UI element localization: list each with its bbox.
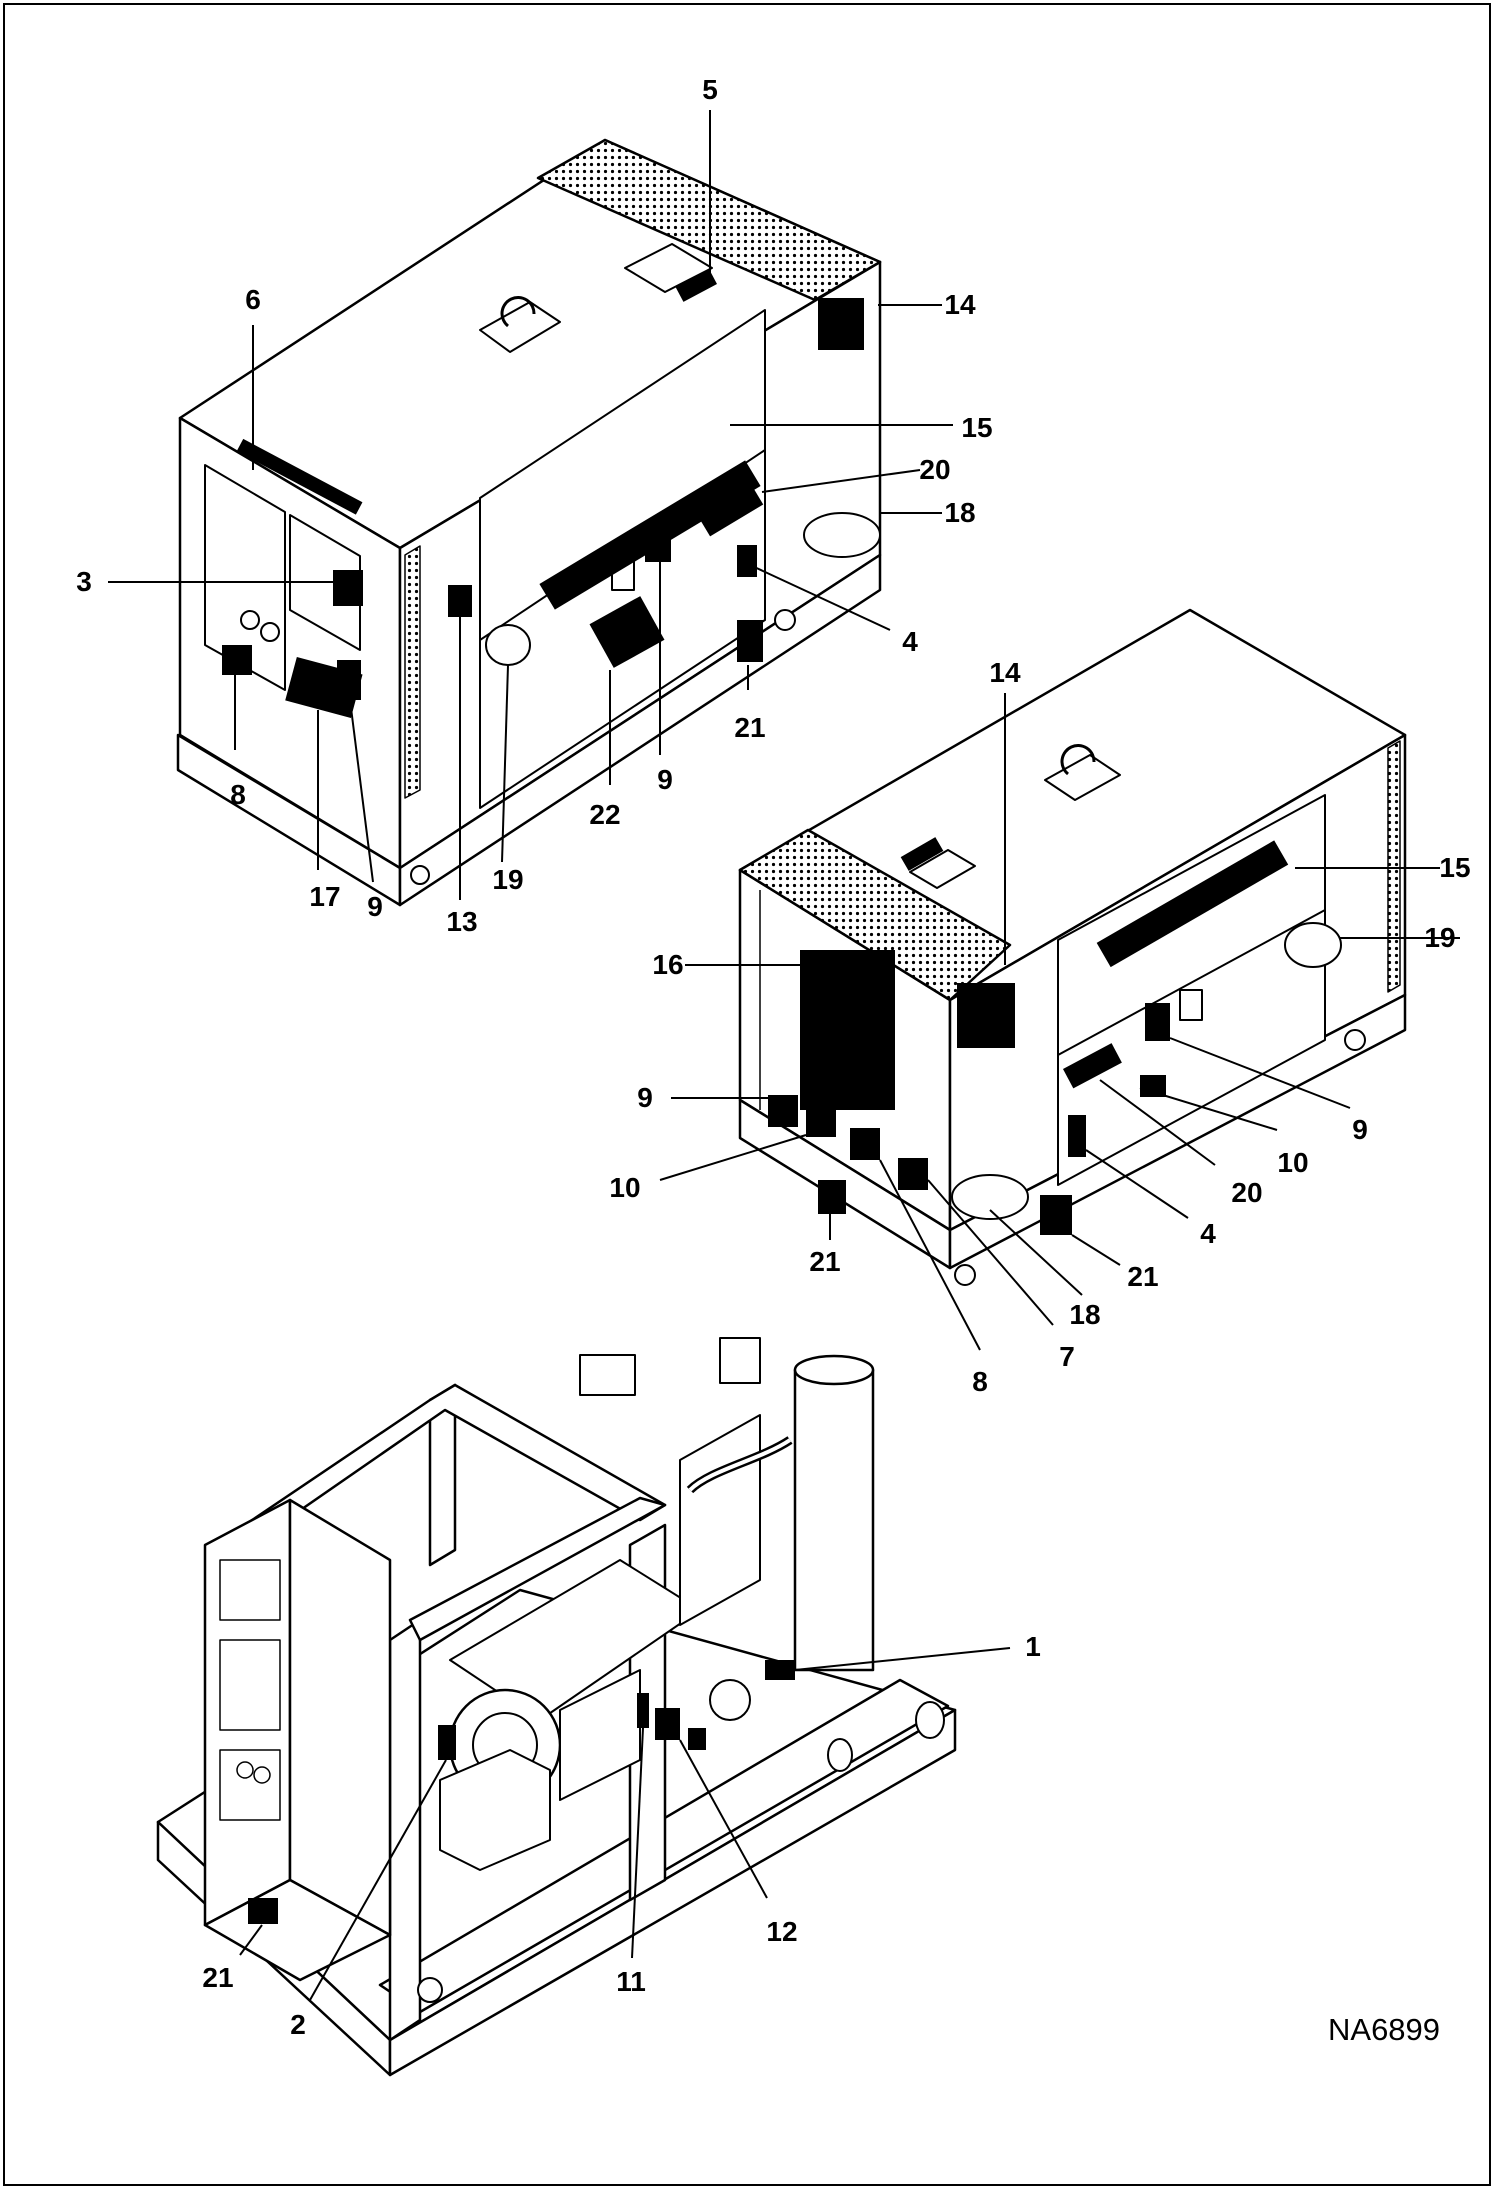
callout-8: 8 bbox=[230, 779, 246, 810]
callout-6: 6 bbox=[245, 284, 261, 315]
callout-21: 21 bbox=[809, 1246, 841, 1277]
callout-21: 21 bbox=[1127, 1261, 1159, 1292]
callout-22: 22 bbox=[589, 799, 621, 830]
callout-7: 7 bbox=[1059, 1341, 1075, 1372]
sheet-border bbox=[3, 3, 1491, 2186]
generator-enclosure-rear-view bbox=[176, 138, 882, 907]
callout-10: 10 bbox=[609, 1172, 641, 1203]
callout-21: 21 bbox=[734, 712, 766, 743]
generator-open-frame-view bbox=[156, 1337, 957, 2077]
leader-lines bbox=[108, 110, 1460, 2001]
callout-9: 9 bbox=[367, 891, 383, 922]
callout-20: 20 bbox=[1231, 1177, 1263, 1208]
callout-9: 9 bbox=[637, 1082, 653, 1113]
callout-17: 17 bbox=[309, 881, 341, 912]
callout-20: 20 bbox=[919, 454, 951, 485]
callout-9: 9 bbox=[657, 764, 673, 795]
callout-4: 4 bbox=[1200, 1218, 1216, 1249]
callout-5: 5 bbox=[702, 74, 718, 105]
drawing-number: NA6899 bbox=[1328, 2012, 1441, 2047]
callout-9: 9 bbox=[1352, 1114, 1368, 1145]
callout-10: 10 bbox=[1277, 1147, 1309, 1178]
unit1-decals bbox=[222, 269, 864, 719]
callout-16: 16 bbox=[652, 949, 684, 980]
unit3-decals bbox=[248, 1660, 795, 1924]
callout-18: 18 bbox=[1069, 1299, 1101, 1330]
callout-14: 14 bbox=[944, 289, 976, 320]
unit2-decals bbox=[768, 837, 1289, 1235]
callout-19: 19 bbox=[1424, 922, 1456, 953]
callout-8: 8 bbox=[972, 1366, 988, 1397]
callout-4: 4 bbox=[902, 626, 918, 657]
callout-14: 14 bbox=[989, 657, 1021, 688]
callout-15: 15 bbox=[961, 412, 993, 443]
callout-13: 13 bbox=[446, 906, 478, 937]
callout-1: 1 bbox=[1025, 1631, 1041, 1662]
callout-11: 11 bbox=[616, 1966, 646, 1997]
callout-21: 21 bbox=[202, 1962, 234, 1993]
callout-18: 18 bbox=[944, 497, 976, 528]
callout-15: 15 bbox=[1439, 852, 1471, 883]
callout-3: 3 bbox=[76, 566, 92, 597]
callout-12: 12 bbox=[766, 1916, 798, 1947]
callout-19: 19 bbox=[492, 864, 524, 895]
callout-2: 2 bbox=[290, 2009, 306, 2040]
